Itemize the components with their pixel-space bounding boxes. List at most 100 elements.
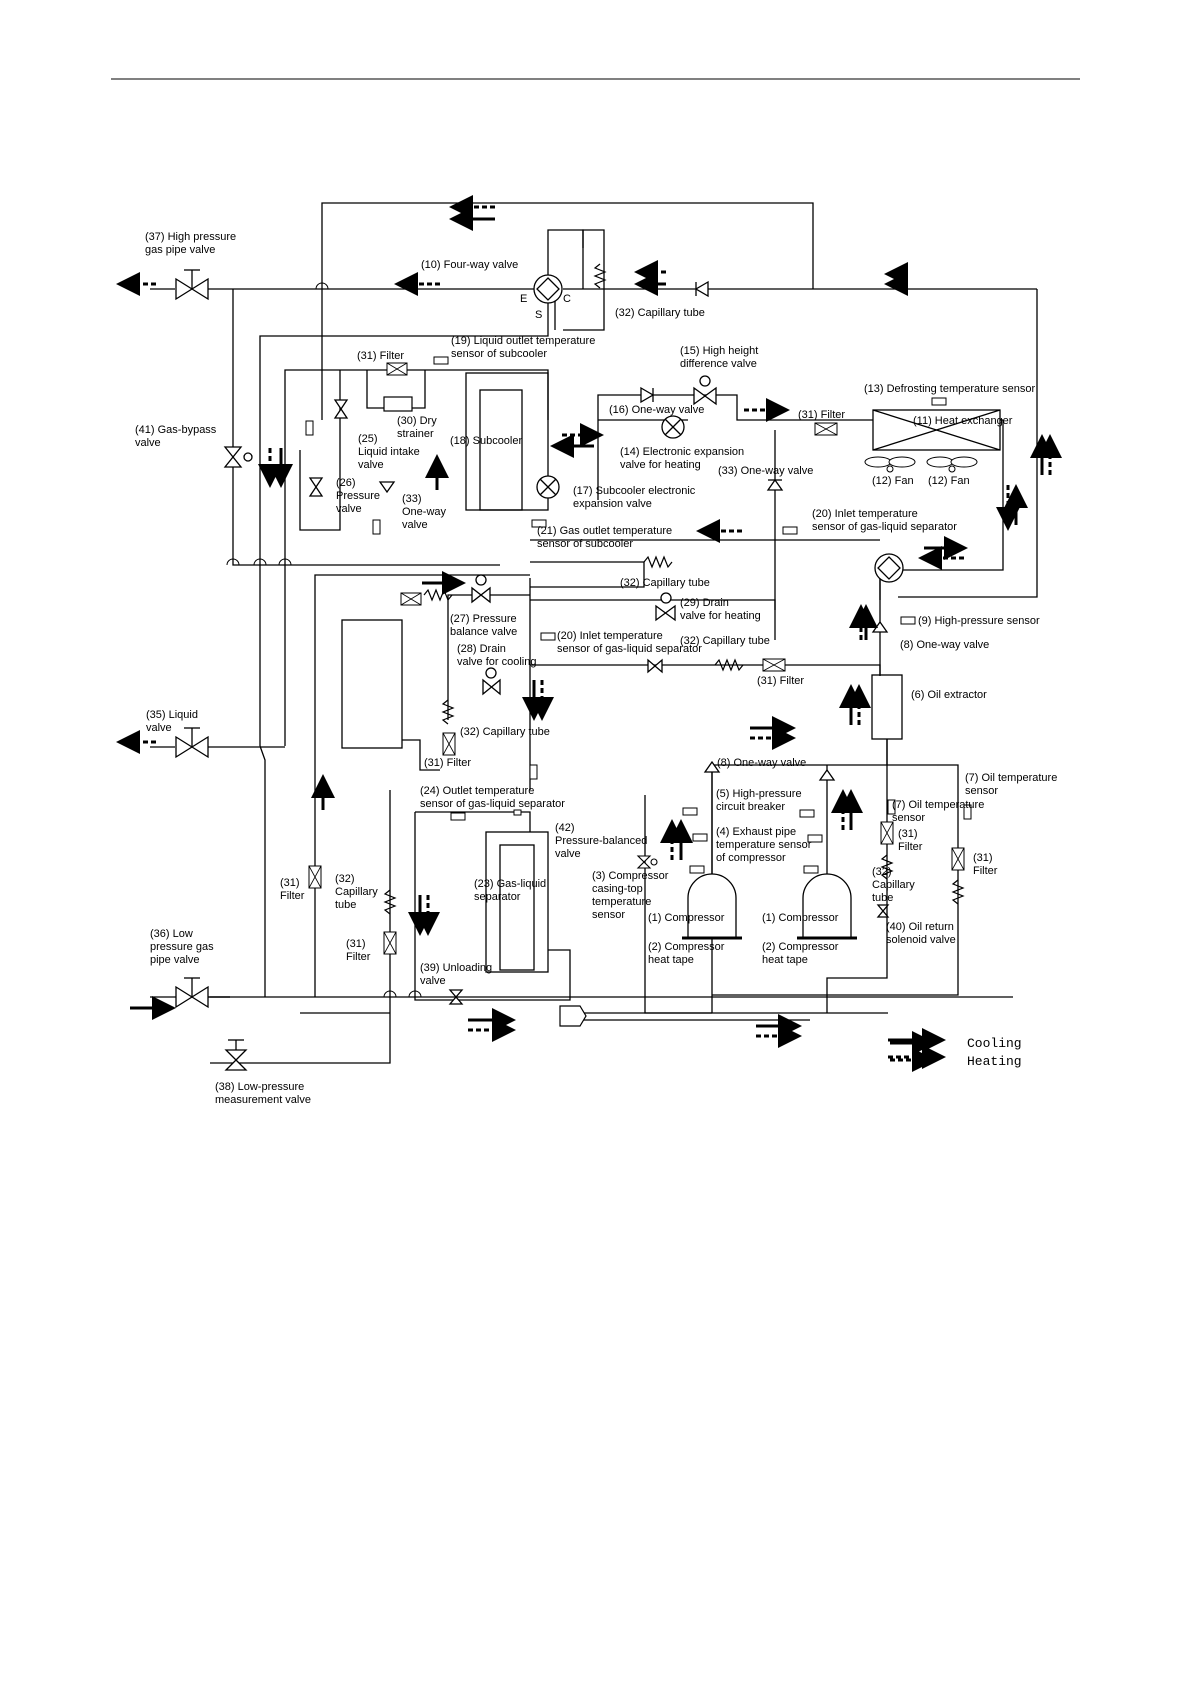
- oil-return-solenoid-valve-icon: [876, 904, 890, 918]
- label-line: valve for heating: [620, 459, 701, 471]
- piping: [150, 202, 1038, 1064]
- label-line: (12) Fan: [928, 475, 970, 487]
- high-pressure-gas-pipe-valve-icon: [175, 269, 209, 301]
- label-l31c: (31) Filter: [757, 675, 804, 687]
- label-line: valve: [555, 848, 581, 860]
- four-way-valve-ports: ESC: [520, 293, 571, 321]
- label-line: sensor of gas-liquid separator: [420, 798, 565, 810]
- label-line: (28) Drain: [457, 643, 506, 655]
- pressure-balanced-valve-icon: [636, 855, 658, 869]
- label-line: (31): [280, 877, 300, 889]
- four-way-valve-icon: [874, 553, 904, 583]
- label-line: Pressure: [336, 490, 380, 502]
- label-line: (26): [336, 477, 356, 489]
- label-line: sensor: [965, 785, 998, 797]
- label-line: Filter: [973, 865, 998, 877]
- label-line: (8) One-way valve: [900, 639, 989, 651]
- label-line: pipe valve: [150, 954, 200, 966]
- label-line: expansion valve: [573, 498, 652, 510]
- label-line: (31): [898, 828, 918, 840]
- sensor-icon: [540, 632, 556, 641]
- gas-bypass-valve-icon: [223, 446, 253, 468]
- capillary-tube-icon: [880, 854, 894, 880]
- label-line: (3) Compressor: [592, 870, 669, 882]
- label-l12a: (12) Fan: [872, 475, 914, 487]
- electronic-expansion-valve-icon: [661, 415, 685, 439]
- label-l31b: (31) Filter: [798, 409, 845, 421]
- inlet-valve-icon: [647, 658, 663, 674]
- label-line: (31): [346, 938, 366, 950]
- label-line: (31) Filter: [424, 757, 471, 769]
- sensor-icon: [799, 809, 815, 818]
- label-l12b: (12) Fan: [928, 475, 970, 487]
- filter-hatching: [308, 362, 965, 955]
- label-line: valve for heating: [680, 610, 761, 622]
- label-line: temperature sensor: [716, 839, 812, 851]
- port-label: E: [520, 293, 527, 305]
- label-line: (7) Oil temperature: [892, 799, 984, 811]
- label-line: (5) High-pressure: [716, 788, 802, 800]
- label-line: (37) High pressure: [145, 231, 236, 243]
- label-line: (10) Four-way valve: [421, 259, 518, 271]
- sensor-icon: [372, 519, 381, 535]
- port-label: C: [563, 293, 571, 305]
- sensor-icon: [900, 616, 916, 625]
- legend: Cooling Heating: [890, 1031, 1022, 1072]
- label-l31d: (31) Filter: [424, 757, 471, 769]
- temperature-sensors: [305, 356, 972, 874]
- label-line: circuit breaker: [716, 801, 785, 813]
- label-line: valve: [135, 437, 161, 449]
- sensor-icon: [682, 807, 698, 816]
- label-line: Capillary: [872, 879, 915, 891]
- label-line: Filter: [346, 951, 371, 963]
- label-line: (1) Compressor: [648, 912, 725, 924]
- label-line: (19) Liquid outlet temperature: [451, 335, 595, 347]
- label-line: (36) Low: [150, 928, 193, 940]
- label-line: (29) Drain: [680, 597, 729, 609]
- label-line: difference valve: [680, 358, 757, 370]
- sensor-icon: [513, 809, 522, 816]
- label-line: (31): [973, 852, 993, 864]
- label-line: casing-top: [592, 883, 643, 895]
- label-line: (23) Gas-liquid: [474, 878, 546, 890]
- label-line: (16) One-way valve: [609, 404, 704, 416]
- sensor-icon: [692, 833, 708, 842]
- label-line: (38) Low-pressure: [215, 1081, 304, 1093]
- subcooler-expansion-valve-icon: [536, 475, 560, 499]
- unloading-valve-icon: [448, 989, 464, 1005]
- label-line: Filter: [898, 841, 923, 853]
- label-line: (32): [335, 873, 355, 885]
- sensor-icon: [305, 420, 314, 436]
- capillary-tube-icon: [593, 263, 607, 289]
- expansion-valves: [536, 415, 685, 499]
- label-line: (8) One-way valve: [717, 757, 806, 769]
- label-line: pressure gas: [150, 941, 214, 953]
- label-line: tube: [335, 899, 356, 911]
- label-line: (15) High height: [680, 345, 758, 357]
- label-line: (12) Fan: [872, 475, 914, 487]
- one-way-valve-icon: [703, 760, 721, 773]
- label-line: (27) Pressure: [450, 613, 517, 625]
- label-l33a: (33) One-way valve: [718, 465, 813, 477]
- label-l1b: (1) Compressor: [762, 912, 839, 924]
- label-l32c: (32) Capillary tube: [680, 635, 770, 647]
- label-line: (32) Capillary tube: [460, 726, 550, 738]
- label-line: solenoid valve: [886, 934, 956, 946]
- drain-valve-heating-icon: [655, 592, 676, 622]
- label-line: sensor of subcooler: [451, 348, 547, 360]
- label-line: (4) Exhaust pipe: [716, 826, 796, 838]
